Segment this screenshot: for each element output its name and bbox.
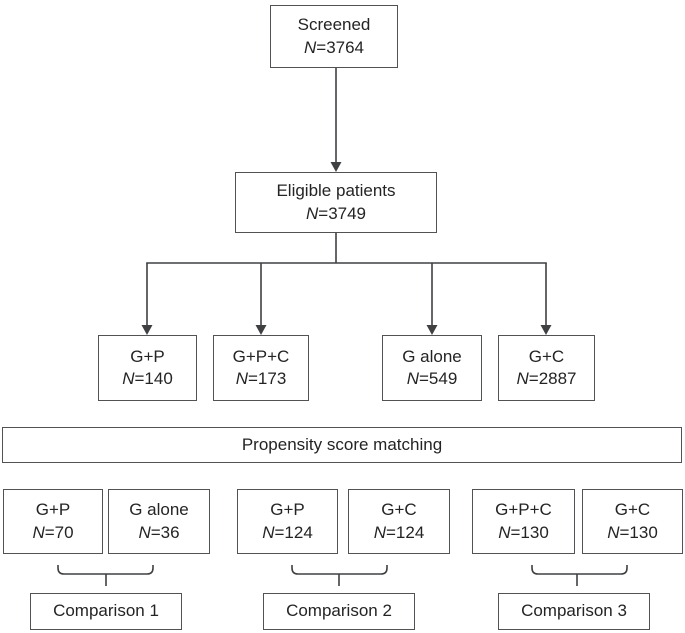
node-label: G+P xyxy=(35,500,71,520)
node-n: N=124 xyxy=(373,522,425,542)
node-label: Comparison 1 xyxy=(53,601,159,621)
node-label: G alone xyxy=(402,346,462,366)
node-label: G+C xyxy=(381,500,417,520)
node-label: G+C xyxy=(528,346,565,366)
node-label: Screened xyxy=(297,15,371,35)
node-n: N=3764 xyxy=(303,37,365,57)
node-n: N=130 xyxy=(498,522,549,542)
node-label: Eligible patients xyxy=(276,181,396,201)
node-n: N=124 xyxy=(262,522,313,542)
node-group-g-plus-c: G+C N=2887 xyxy=(498,335,595,401)
node-group-g-plus-p: G+P N=140 xyxy=(98,335,197,401)
node-n: N=173 xyxy=(235,369,287,388)
node-n: N=36 xyxy=(138,522,180,542)
node-label: G+P xyxy=(130,346,165,366)
node-n: N=3749 xyxy=(305,203,367,223)
node-pair1-left: G+P N=70 xyxy=(3,489,103,554)
node-label: G alone xyxy=(129,500,189,520)
node-label: G+C xyxy=(614,500,651,520)
bracket-comparison-2 xyxy=(291,565,388,586)
node-label: G+P+C xyxy=(232,346,290,366)
node-propensity-score-matching: Propensity score matching xyxy=(2,427,682,463)
node-label: Propensity score matching xyxy=(241,434,443,454)
arrow-screened-to-eligible xyxy=(330,68,342,172)
node-pair2-left: G+P N=124 xyxy=(237,489,338,554)
node-pair2-right: G+C N=124 xyxy=(348,489,450,554)
branch-eligible-to-groups xyxy=(141,233,552,335)
node-group-g-alone: G alone N=549 xyxy=(382,335,482,401)
node-screened: Screened N=3764 xyxy=(270,5,398,68)
node-comparison-2: Comparison 2 xyxy=(263,593,415,630)
node-n: N=70 xyxy=(32,522,74,542)
node-comparison-1: Comparison 1 xyxy=(30,593,182,630)
node-eligible-patients: Eligible patients N=3749 xyxy=(235,172,437,233)
node-n: N=549 xyxy=(406,369,458,388)
node-n: N=140 xyxy=(122,369,173,388)
node-label: Comparison 2 xyxy=(286,601,392,621)
node-pair3-right: G+C N=130 xyxy=(582,489,683,554)
node-label: Comparison 3 xyxy=(521,601,627,621)
bracket-comparison-1 xyxy=(57,565,154,586)
node-label: G+P xyxy=(270,500,305,520)
node-n: N=2887 xyxy=(516,369,577,388)
node-pair1-right: G alone N=36 xyxy=(108,489,210,554)
bracket-comparison-3 xyxy=(531,565,628,586)
node-comparison-3: Comparison 3 xyxy=(498,593,650,630)
node-label: G+P+C xyxy=(495,500,552,520)
node-n: N=130 xyxy=(607,522,658,542)
node-group-g-plus-p-plus-c: G+P+C N=173 xyxy=(213,335,309,401)
node-pair3-left: G+P+C N=130 xyxy=(472,489,575,554)
